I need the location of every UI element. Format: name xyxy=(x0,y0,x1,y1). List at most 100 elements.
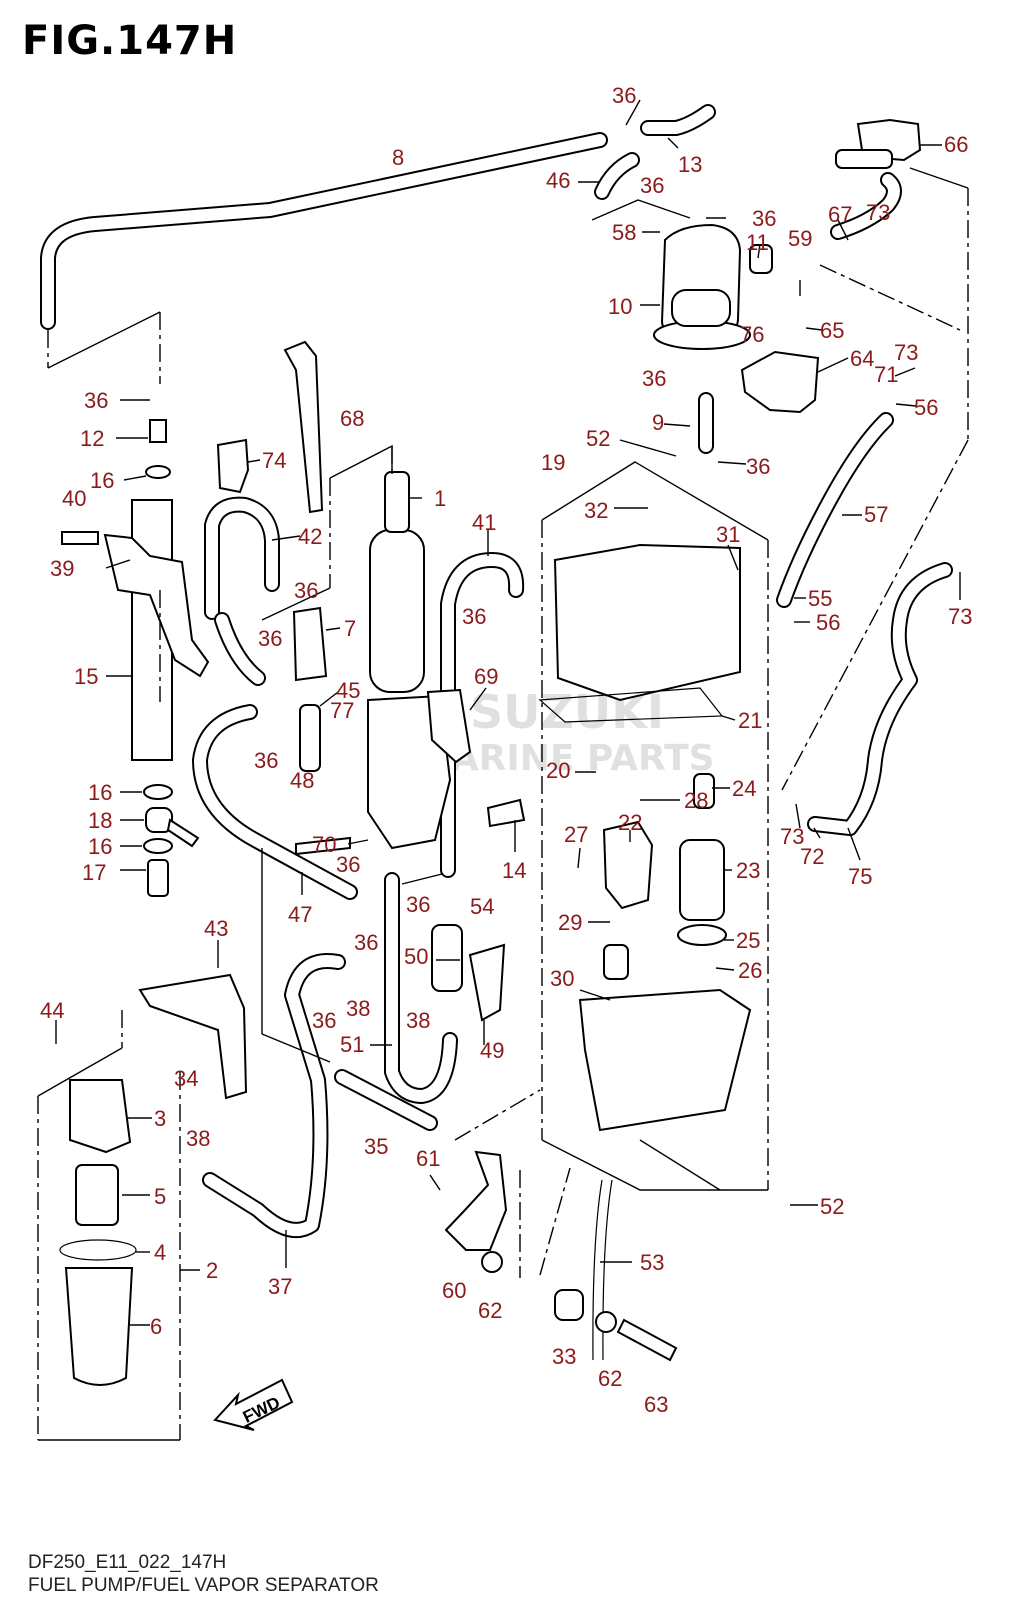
callout-66: 66 xyxy=(944,132,968,157)
callout-36: 36 xyxy=(406,892,430,917)
callout-21: 21 xyxy=(738,708,762,733)
callout-56: 56 xyxy=(914,395,938,420)
callout-34: 34 xyxy=(174,1066,198,1091)
callout-54: 54 xyxy=(470,894,494,919)
callout-10: 10 xyxy=(608,294,632,319)
callout-56: 56 xyxy=(816,610,840,635)
callout-4: 4 xyxy=(154,1240,166,1265)
callout-36: 36 xyxy=(354,930,378,955)
callout-36: 36 xyxy=(640,173,664,198)
figure-code: DF250_E11_022_147H xyxy=(28,1552,227,1573)
callout-43: 43 xyxy=(204,916,228,941)
callout-28: 28 xyxy=(684,788,708,813)
callout-44: 44 xyxy=(40,998,64,1023)
callout-2: 2 xyxy=(206,1258,218,1283)
callout-17: 17 xyxy=(82,860,106,885)
callout-73: 73 xyxy=(780,824,804,849)
callout-64: 64 xyxy=(850,346,874,371)
callout-47: 47 xyxy=(288,902,312,927)
callout-50: 50 xyxy=(404,944,428,969)
callout-8: 8 xyxy=(392,145,404,170)
callout-72: 72 xyxy=(800,844,824,869)
callout-39: 39 xyxy=(50,556,74,581)
callout-59: 59 xyxy=(788,226,812,251)
callout-74: 74 xyxy=(262,448,286,473)
callout-29: 29 xyxy=(558,910,582,935)
callout-36: 36 xyxy=(294,578,318,603)
callout-20: 20 xyxy=(546,758,570,783)
callout-45: 45 xyxy=(336,678,360,703)
callout-40: 40 xyxy=(62,486,86,511)
callout-23: 23 xyxy=(736,858,760,883)
callout-52: 52 xyxy=(586,426,610,451)
callout-14: 14 xyxy=(502,858,526,883)
callout-16: 16 xyxy=(88,780,112,805)
callout-26: 26 xyxy=(738,958,762,983)
callout-67: 67 xyxy=(828,202,852,227)
callout-62: 62 xyxy=(478,1298,502,1323)
callout-37: 37 xyxy=(268,1274,292,1299)
callout-73: 73 xyxy=(894,340,918,365)
callout-5: 5 xyxy=(154,1184,166,1209)
callout-32: 32 xyxy=(584,498,608,523)
callout-53: 53 xyxy=(640,1250,664,1275)
callout-24: 24 xyxy=(732,776,756,801)
callout-36: 36 xyxy=(336,852,360,877)
callout-76: 76 xyxy=(740,322,764,347)
callout-22: 22 xyxy=(618,810,642,835)
callout-9: 9 xyxy=(652,410,664,435)
callout-46: 46 xyxy=(546,168,570,193)
callout-31: 31 xyxy=(716,522,740,547)
callout-42: 42 xyxy=(298,524,322,549)
callout-13: 13 xyxy=(678,152,702,177)
callout-36: 36 xyxy=(462,604,486,629)
figure-name: FUEL PUMP/FUEL VAPOR SEPARATOR xyxy=(28,1575,379,1596)
callout-63: 63 xyxy=(644,1392,668,1417)
callout-52: 52 xyxy=(820,1194,844,1219)
callout-60: 60 xyxy=(442,1278,466,1303)
callout-36: 36 xyxy=(84,388,108,413)
callout-18: 18 xyxy=(88,808,112,833)
callout-11: 11 xyxy=(746,230,769,255)
callout-36: 36 xyxy=(254,748,278,773)
callout-1: 1 xyxy=(434,486,446,511)
callout-41: 41 xyxy=(472,510,496,535)
callout-61: 61 xyxy=(416,1146,440,1171)
callout-33: 33 xyxy=(552,1344,576,1369)
callout-16: 16 xyxy=(88,834,112,859)
callout-68: 68 xyxy=(340,406,364,431)
callout-19: 19 xyxy=(541,450,565,475)
fwd-arrow: FWD xyxy=(213,1378,294,1431)
callout-12: 12 xyxy=(80,426,104,451)
callout-57: 57 xyxy=(864,502,888,527)
callout-25: 25 xyxy=(736,928,760,953)
callout-27: 27 xyxy=(564,822,588,847)
callout-73: 73 xyxy=(866,200,890,225)
callout-75: 75 xyxy=(848,864,872,889)
callout-71: 71 xyxy=(874,362,898,387)
callout-77: 77 xyxy=(330,698,354,723)
callout-65: 65 xyxy=(820,318,844,343)
callout-36: 36 xyxy=(612,83,636,108)
parts xyxy=(59,118,922,1386)
callout-36: 36 xyxy=(746,454,770,479)
callout-36: 36 xyxy=(258,626,282,651)
callout-38: 38 xyxy=(186,1126,210,1151)
callout-16: 16 xyxy=(90,468,114,493)
callout-38: 38 xyxy=(406,1008,430,1033)
callout-73: 73 xyxy=(948,604,972,629)
callout-38: 38 xyxy=(346,996,370,1021)
callout-58: 58 xyxy=(612,220,636,245)
callout-55: 55 xyxy=(808,586,832,611)
callout-69: 69 xyxy=(474,664,498,689)
callout-36: 36 xyxy=(752,206,776,231)
callout-30: 30 xyxy=(550,966,574,991)
callout-15: 15 xyxy=(74,664,98,689)
callout-36: 36 xyxy=(312,1008,336,1033)
callout-35: 35 xyxy=(364,1134,388,1159)
callout-49: 49 xyxy=(480,1038,504,1063)
callout-48: 48 xyxy=(290,768,314,793)
